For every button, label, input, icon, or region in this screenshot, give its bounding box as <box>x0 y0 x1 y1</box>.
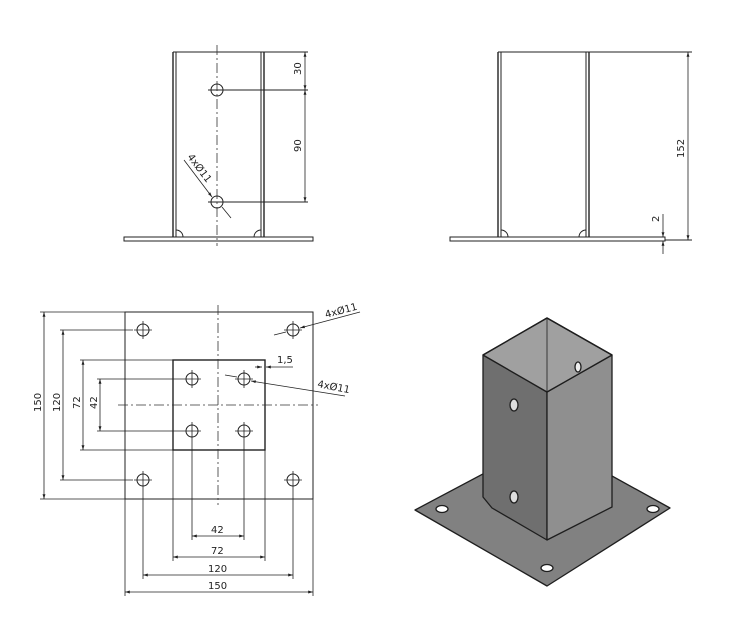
iso-post-hole <box>574 361 582 373</box>
plan-view: 150 120 72 42 42 72 120 150 1,5 4xØ11 4x… <box>33 301 361 596</box>
dim-label-h-120: 120 <box>208 564 227 575</box>
front-view: 30 90 4xØ11 <box>123 45 314 246</box>
dim-label-wall: 1,5 <box>277 355 293 366</box>
leader-line <box>183 159 213 198</box>
post-hole-callout: 4xØ11 <box>316 378 351 396</box>
weld <box>175 229 262 238</box>
post-holes <box>183 370 253 440</box>
dim-label-h-72: 72 <box>211 546 224 557</box>
base-plate <box>449 236 666 242</box>
dim-label-h-42: 42 <box>211 525 224 536</box>
dim-label-30: 30 <box>293 62 304 75</box>
dim-label-v-72: 72 <box>72 396 83 409</box>
dim-label-v-42: 42 <box>89 396 100 409</box>
dim-label-152: 152 <box>676 139 687 158</box>
base-plate <box>123 236 314 242</box>
iso-plate-hole <box>646 504 660 514</box>
dim-label-v-120: 120 <box>52 393 63 412</box>
dim-label-h-150: 150 <box>208 581 227 592</box>
dim-label-2: 2 <box>651 216 662 222</box>
iso-plate-hole <box>435 504 449 514</box>
plate-holes <box>134 321 302 489</box>
dim-label-v-150: 150 <box>33 393 44 412</box>
isometric-view <box>414 317 671 587</box>
iso-post-hole <box>509 490 519 504</box>
base-plate-outline <box>124 311 314 500</box>
side-view: 152 2 <box>449 51 692 254</box>
weld <box>500 229 587 238</box>
iso-plate-hole <box>540 563 554 573</box>
plate-hole-callout: 4xØ11 <box>324 301 359 321</box>
iso-post-hole <box>509 398 519 412</box>
dim-label-90: 90 <box>293 139 304 152</box>
